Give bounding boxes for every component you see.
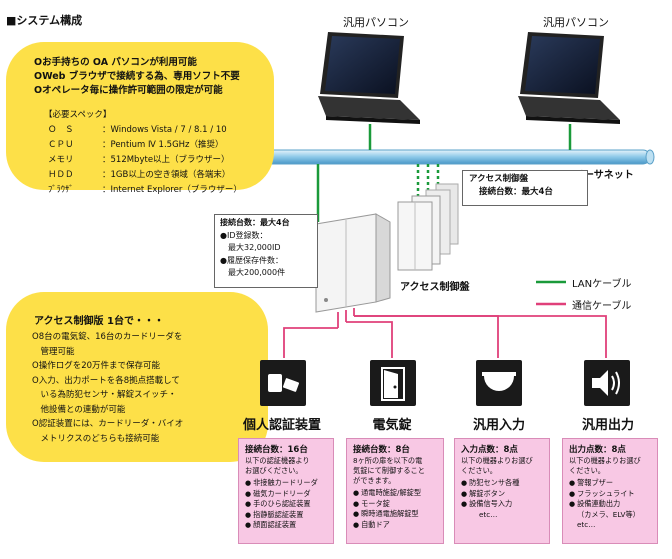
door-icon [370,360,416,406]
list-item: 指静脈認証装置 [245,510,333,521]
list-item: モータ錠 [353,499,443,510]
speaker-icon [584,360,630,406]
capability-line: 他設備との連動が可能 [32,404,126,415]
list-item: 設備連動出力 [569,499,657,510]
list-item: 手のひら認証装置 [245,499,333,510]
capability-line: O操作ログを20万件まで保存可能 [32,361,161,371]
spec-row: ﾌﾞﾗｳｻﾞ：Internet Explorer（ブラウザー） [48,185,242,195]
features-bubble: Oお手持ちの OA パソコンが利用可能 OWeb ブラウザで接続する為、専用ソフ… [6,42,274,195]
list-item: 警報ブザー [569,478,657,489]
category-label-input: 汎用入力 [472,418,525,433]
list-item: 防犯センサ各種 [461,478,549,489]
pc-1 [318,32,420,150]
feature-line: Oオペレータ毎に操作許可範囲の限定が可能 [34,85,223,96]
capability-line: O8台の電気錠、16台のカードリーダを [32,332,183,342]
main-panel-note: 接続台数：最大4台 ●ID登録数： 最大32,000ID ●履歴保存件数： 最大… [214,214,318,288]
list-item: 瞬時通電施解錠型 [353,509,443,520]
spec-row: ＨＤＤ：1GB以上の空き領域（各端末） [48,170,231,180]
sensor-icon [476,360,522,406]
spec-row: メモリ：512Mbyte以上（ブラウザー） [48,155,230,165]
list-item: 解錠ボタン [461,489,549,500]
list-item: 自動ドア [353,520,443,531]
capabilities-heading: アクセス制御版 1台で・・・ [34,316,164,327]
card-reader-icon [260,360,306,406]
spec-title: 【必要スペック】 [44,110,112,120]
feature-line: OWeb ブラウザで接続する為、専用ソフト不要 [34,71,240,82]
spec-row: ＣＰＵ：Pentium Ⅳ 1.5GHz（推奨） [48,140,224,150]
lock-detail-box: 接続台数：8台 8ヶ所の扉を以下の電 気錠にて制御すること ができます。 通電時… [346,438,444,544]
list-item: 通電時施錠/解錠型 [353,488,443,499]
category-label-output: 汎用出力 [581,418,634,433]
panel-capabilities-bubble: アクセス制御版 1台で・・・ O8台の電気錠、16台のカードリーダを 管理可能 … [6,292,268,462]
pc-2 [518,32,620,150]
comm-legend-label: 通信ケーブル [572,301,632,312]
list-item: 磁気カードリーダ [245,489,333,500]
feature-line: Oお手持ちの OA パソコンが利用可能 [34,57,197,68]
category-label-lock: 電気錠 [372,418,412,433]
lan-legend-label: LANケーブル [572,279,632,290]
capability-line: O入力、出力ポートを各8拠点搭載して [32,375,180,386]
capability-line: いる為防犯センサ・解錠スイッチ・ [32,390,177,400]
page-title: ■システム構成 [6,14,83,27]
output-detail-box: 出力点数：8点 以下の機器よりお選び ください。 警報ブザー フラッシュライト … [562,438,658,544]
ethernet-label: イーサネット [574,170,634,181]
small-panel-stack [397,183,459,271]
ethernet-backbone [209,149,651,165]
list-item: 設備信号入力 [461,499,549,510]
list-item: 顔面認証装置 [245,520,333,531]
list-item: 非接触カードリーダ [245,478,333,489]
access-panel-label: アクセス制御盤 [400,282,470,293]
pc-label-1: 汎用パソコン [343,16,409,29]
capability-line: 管理可能 [32,346,75,357]
spec-list: 【必要スペック】 Ｏ Ｓ：Windows Vista / 7 / 8.1 / 1… [44,108,242,198]
small-panel-note: アクセス制御盤 接続台数：最大4台 [462,170,588,206]
input-detail-box: 入力点数：8点 以下の機器よりお選び ください。 防犯センサ各種 解錠ボタン 設… [454,438,550,544]
category-label-auth: 個人認証装置 [242,418,321,433]
capability-line: メトリクスのどちらも接続可能 [32,433,160,444]
main-access-panel [315,213,391,313]
spec-row: Ｏ Ｓ：Windows Vista / 7 / 8.1 / 10 [48,125,227,135]
auth-detail-box: 接続台数：16台 以下の認証機器より お選びください。 非接触カードリーダ 磁気… [238,438,334,544]
capability-line: O認証装置には、カードリーダ・バイオ [32,419,184,429]
list-item: フラッシュライト [569,489,657,500]
pc-label-2: 汎用パソコン [543,16,609,29]
